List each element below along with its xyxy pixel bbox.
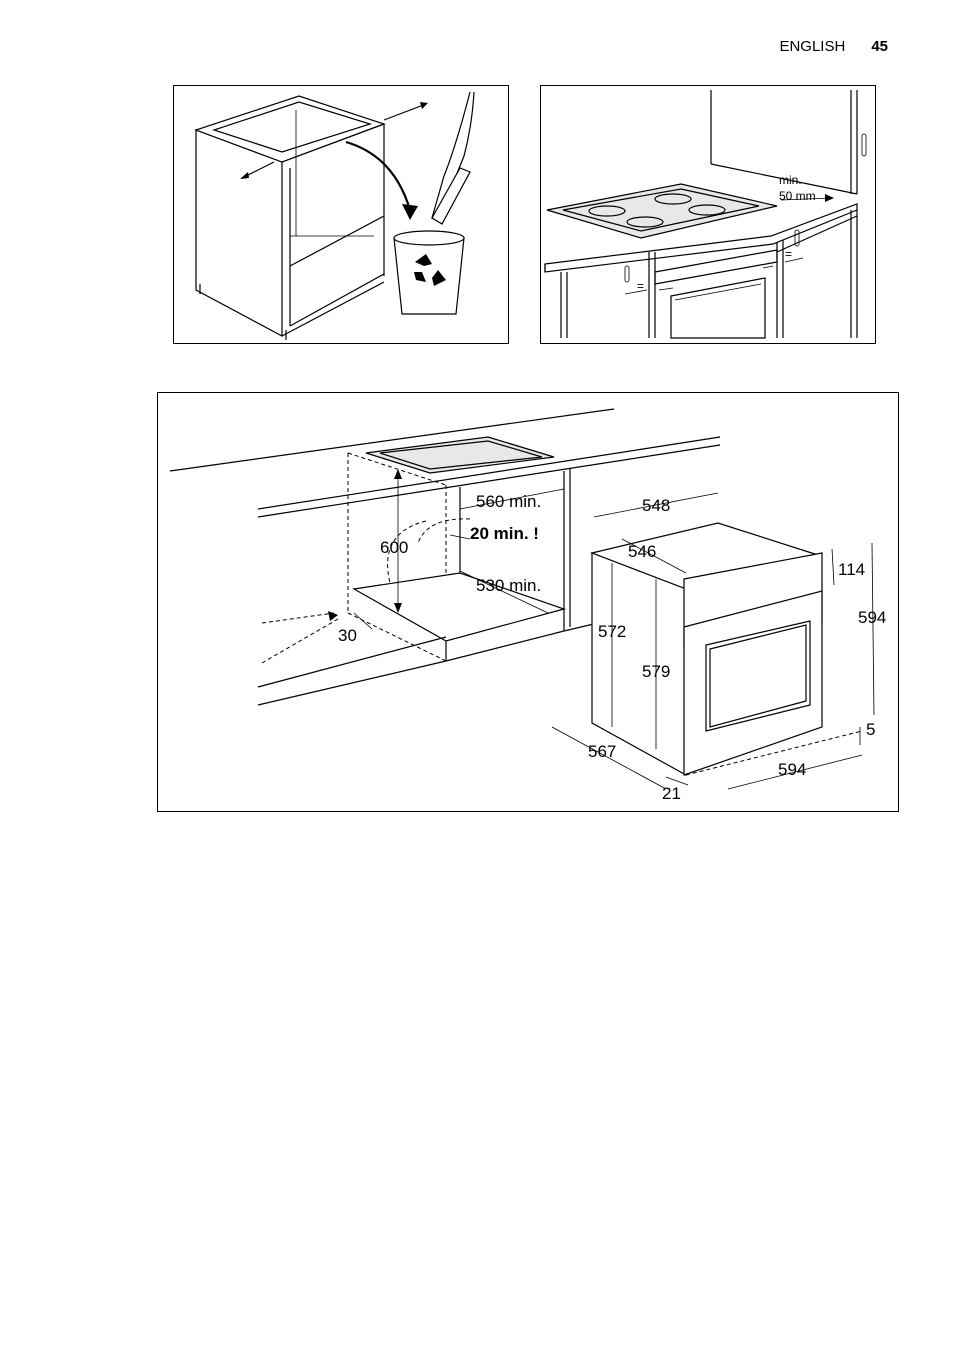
page-number: 45 [871, 38, 888, 55]
clearance-label-50mm: 50 mm [779, 189, 816, 203]
dimensions-illustration: 600 560 min. 20 min. ! 530 min. 30 548 5… [169, 408, 886, 803]
dim-579: 579 [642, 662, 670, 681]
figure-hob-clearance: min. 50 mm = = [540, 85, 876, 344]
page-header: ENGLISH 45 [779, 38, 888, 55]
equal-gap-mark-left: = [637, 279, 644, 293]
hob-clearance-illustration: min. 50 mm = = [544, 90, 867, 339]
equal-gap-mark-right: = [785, 247, 792, 261]
oven-door [683, 590, 823, 776]
dim-567: 567 [588, 742, 616, 761]
figure-remove-rail [173, 85, 509, 344]
dim-572: 572 [598, 622, 626, 641]
recycle-icon [414, 254, 446, 286]
dim-546: 546 [628, 542, 656, 561]
language-label: ENGLISH [779, 38, 846, 55]
clearance-label-min: min. [779, 173, 802, 187]
dim-20-min: 20 min. ! [470, 524, 539, 543]
oven-window [705, 620, 811, 732]
dim-30: 30 [338, 626, 357, 645]
dim-600: 600 [380, 538, 408, 557]
dim-560-min: 560 min. [476, 492, 541, 511]
dim-5: 5 [866, 720, 875, 739]
dim-21: 21 [662, 784, 681, 803]
cabinet-illustration [194, 91, 475, 340]
dim-114: 114 [838, 560, 865, 579]
dim-594-height: 594 [858, 608, 886, 627]
dim-594-width: 594 [778, 760, 806, 779]
cabinet-side-panel [195, 129, 283, 338]
dim-548: 548 [642, 496, 670, 515]
figure-installation-dimensions: 600 560 min. 20 min. ! 530 min. 30 548 5… [157, 392, 899, 812]
recycling-bin [393, 237, 465, 315]
dim-530-min: 530 min. [476, 576, 541, 595]
